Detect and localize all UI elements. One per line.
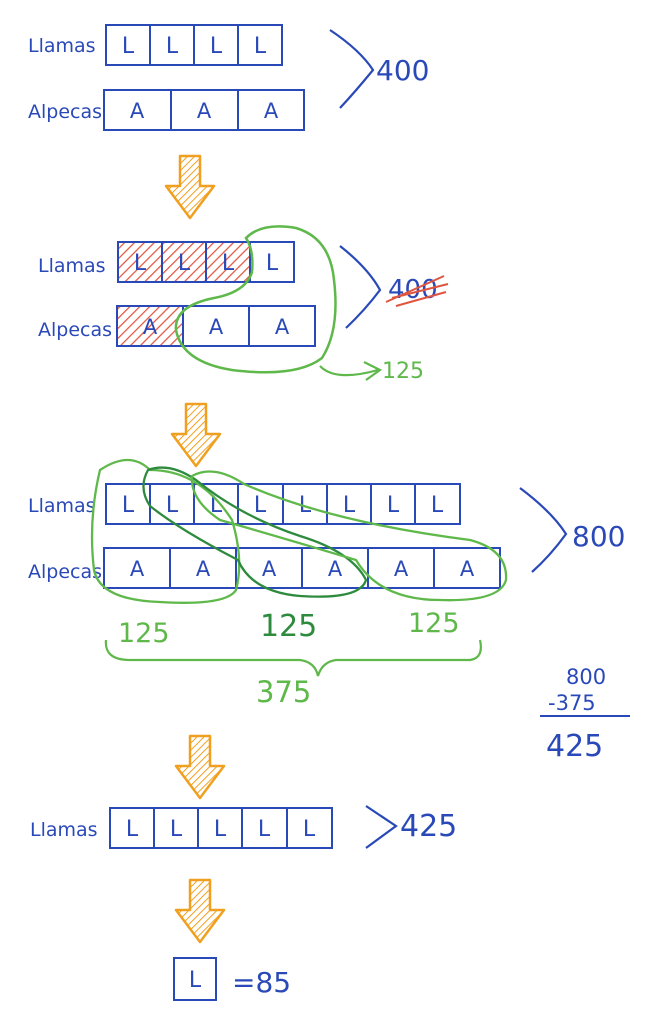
down-arrow-icon (174, 878, 226, 944)
down-arrow-icon (170, 402, 222, 468)
step1-llama-cell: L (166, 34, 179, 59)
step2-green-loop (174, 225, 337, 374)
step2-alpaca-cell: A (143, 315, 158, 339)
step1-group: Llamas L L L L Alpecas A A A 400 (28, 24, 429, 131)
step3-llama-cell: L (210, 493, 223, 518)
step2-llama-bar: L L L L (117, 241, 295, 283)
step2-group: Llamas L L L L Alpecas A A A 125 400 (38, 225, 449, 384)
down-arrow-icon (174, 734, 226, 800)
step2-alpaca-bar: A A A (116, 305, 316, 347)
step1-alpacas-label: Alpecas (28, 101, 102, 123)
step2-group-value: 125 (382, 359, 424, 384)
step3-llama-cell: L (166, 493, 179, 518)
step3-llama-cell: L (343, 493, 356, 518)
step3-group-loop-1 (90, 458, 241, 604)
step4-bracket (365, 805, 398, 849)
step5-cell: L (189, 968, 202, 993)
step2-strike-marks (385, 275, 449, 307)
step3-alpaca-cell: A (394, 557, 409, 581)
step1-alpaca-cell: A (130, 99, 145, 123)
step3-brace (519, 487, 568, 573)
subtraction-subtract: -375 (548, 691, 596, 715)
step4-total: 425 (400, 809, 457, 844)
step2-alpaca-cell: A (209, 315, 224, 339)
step2-green-arrow (319, 361, 383, 381)
step3-group-sum: 375 (256, 675, 311, 709)
step2-llama-cell: L (178, 251, 191, 276)
step3-alpaca-cell: A (460, 557, 475, 581)
step3-llama-cell: L (254, 493, 267, 518)
step4-group: Llamas L L L L L 425 (30, 805, 457, 849)
step1-llama-cell: L (122, 34, 135, 59)
step3-total: 800 (572, 520, 625, 553)
step2-llamas-label: Llamas (38, 255, 106, 277)
step5-cell-box (173, 957, 217, 1001)
step1-brace (329, 29, 375, 109)
step2-alpaca-cell: A (275, 315, 290, 339)
subtraction-result: 425 (546, 729, 603, 764)
step3-alpacas-label: Alpecas (28, 561, 102, 583)
step5-group: L =85 (173, 957, 291, 1001)
step2-brace (339, 245, 382, 329)
subtraction-work: 800 -375 425 (540, 665, 630, 764)
step4-llama-cell: L (126, 817, 139, 842)
step3-sum-brace (104, 639, 482, 677)
step3-group: Llamas L L L L L L L L Alpecas (28, 458, 625, 709)
step3-group-loop-3 (190, 470, 508, 602)
step3-llama-cell: L (431, 493, 444, 518)
step4-llama-cell: L (170, 817, 183, 842)
step1-llamas-label: Llamas (28, 35, 96, 57)
step3-llama-cell: L (387, 493, 400, 518)
step1-alpaca-cell: A (197, 99, 212, 123)
step1-llama-bar: L L L L (105, 24, 283, 66)
step1-llama-cell: L (254, 34, 267, 59)
step3-alpaca-cell: A (130, 557, 145, 581)
step1-alpaca-cell: A (264, 99, 279, 123)
step3-group-label: 125 (408, 608, 460, 639)
step3-alpaca-bar: A A A A A A (103, 547, 501, 589)
step3-llamas-label: Llamas (28, 495, 96, 517)
step4-llama-cell: L (258, 817, 271, 842)
step3-group-label: 125 (118, 618, 170, 649)
step4-llama-bar: L L L L L (109, 807, 333, 849)
step3-alpaca-cell: A (196, 557, 211, 581)
step3-alpaca-cell: A (262, 557, 277, 581)
step3-group-label: 125 (260, 609, 317, 644)
step1-alpaca-bar: A A A (103, 89, 305, 131)
step1-total: 400 (376, 54, 429, 87)
step3-group-loop-2 (142, 466, 368, 598)
step3-llama-bar: L L L L L L L L (105, 483, 461, 525)
step4-llama-cell: L (214, 817, 227, 842)
down-arrow-icon (164, 154, 216, 220)
step2-alpacas-label: Alpecas (38, 319, 112, 341)
subtraction-top: 800 (566, 665, 606, 689)
step1-llama-cell: L (210, 34, 223, 59)
step4-llama-cell: L (303, 817, 316, 842)
step4-llamas-label: Llamas (30, 819, 98, 841)
step2-llama-cell: L (134, 251, 147, 276)
step2-llama-cell: L (266, 251, 279, 276)
step3-alpaca-cell: A (328, 557, 343, 581)
step2-llama-cell: L (222, 251, 235, 276)
step3-llama-cell: L (122, 493, 135, 518)
step5-equals: =85 (232, 966, 291, 999)
